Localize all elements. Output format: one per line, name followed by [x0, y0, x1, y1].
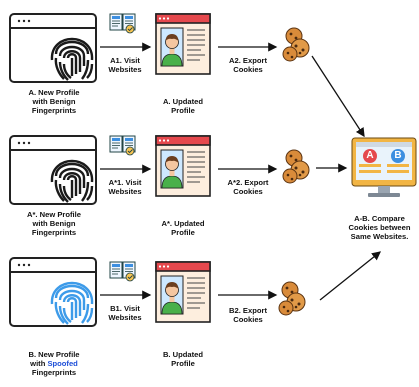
website-docs-icon [109, 261, 136, 282]
profile-card-icon [155, 135, 211, 197]
profile-card-icon [155, 261, 211, 323]
compare-label: A-B. Compare Cookies between Same Websit… [348, 214, 411, 241]
badge-b-label: B [394, 150, 402, 161]
cookies-icon [282, 27, 310, 62]
website-docs-icon [109, 13, 136, 34]
website-docs-icon [109, 135, 136, 156]
profile-card-icon [155, 13, 211, 75]
profile-a-star-label: A*. New Profile with Benign Fingerprints [26, 210, 81, 237]
badge-a [363, 149, 377, 163]
spoofed-highlight: Spoofed [47, 359, 78, 368]
export-label-b2: B2. Export Cookies [229, 306, 267, 324]
badge-b [391, 149, 405, 163]
browser-window-icon [9, 135, 97, 205]
monitor-icon [351, 137, 417, 197]
browser-window-icon [9, 257, 97, 327]
cookies-icon [282, 149, 310, 184]
profile-a-label: A. New Profile with Benign Fingerprints [28, 88, 80, 115]
badge-a-label: A [366, 150, 374, 161]
updated-profile-a-label: A. Updated Profile [162, 97, 204, 115]
browser-window-icon [9, 13, 97, 83]
export-label-a2: A2. Export Cookies [229, 56, 267, 74]
export-label-a-star-2: A*2. Export Cookies [227, 178, 269, 196]
visit-label-a1: A1. Visit Websites [108, 56, 142, 74]
visit-label-b1: B1. Visit Websites [108, 304, 142, 322]
updated-profile-a-star-label: A*. Updated Profile [161, 219, 205, 237]
updated-profile-b-label: B. Updated Profile [162, 350, 204, 368]
visit-label-a-star-1: A*1. Visit Websites [108, 178, 142, 196]
profile-b-label: B. New Profile with Spoofed Fingerprints [28, 350, 80, 377]
cookies-icon [278, 281, 306, 316]
